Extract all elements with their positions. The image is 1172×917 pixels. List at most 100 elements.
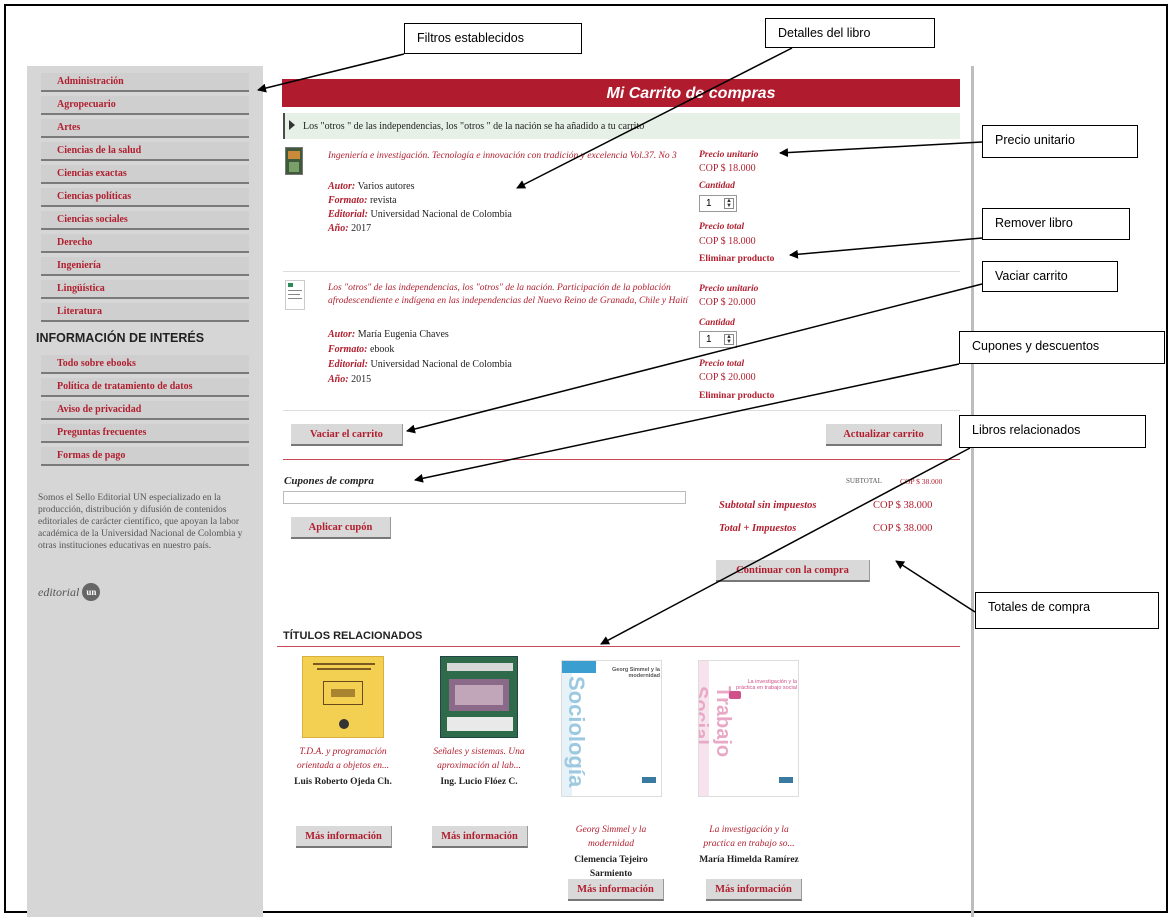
related-cover-2[interactable] xyxy=(440,656,518,738)
arrow-details xyxy=(516,47,793,189)
related-title-1[interactable]: T.D.A. y programación orientada a objeto… xyxy=(296,747,390,771)
category-artes[interactable]: Artes xyxy=(41,119,249,138)
related-titles-heading: TÍTULOS RELACIONADOS xyxy=(283,630,423,642)
info-section-title: INFORMACIÓN DE INTERÉS xyxy=(36,331,205,345)
more-info-button-1[interactable]: Más información xyxy=(296,826,392,848)
cart-item-format-1: Formato: revista xyxy=(328,194,397,208)
related-title-4[interactable]: La investigación y la practica en trabaj… xyxy=(703,825,795,849)
notice-arrow-icon xyxy=(289,120,295,130)
total-price-label-1: Precio total xyxy=(699,222,745,232)
arrow-related xyxy=(600,447,971,645)
notice-text: Los "otros " de las independencias, los … xyxy=(303,121,645,132)
logo-badge: un xyxy=(82,583,101,601)
info-data-policy[interactable]: Política de tratamiento de datos xyxy=(41,378,249,397)
category-ciencias-exactas[interactable]: Ciencias exactas xyxy=(41,165,249,184)
info-ebooks[interactable]: Todo sobre ebooks xyxy=(41,355,249,374)
category-ciencias-sociales[interactable]: Ciencias sociales xyxy=(41,211,249,230)
cover-4-title: La investigación y la práctica en trabaj… xyxy=(736,679,797,691)
arrow-filters xyxy=(257,53,405,93)
item-divider xyxy=(283,271,960,272)
book-thumbnail-1[interactable] xyxy=(285,147,303,175)
callout-remove: Remover libro xyxy=(982,208,1130,240)
unit-price-label-2: Precio unitario xyxy=(699,284,759,294)
quantity-stepper-1[interactable]: 1 ▲▼ xyxy=(699,195,737,212)
related-cover-3[interactable]: Sociología Georg Simmel y la modernidad xyxy=(561,660,662,797)
more-info-button-2[interactable]: Más información xyxy=(432,826,528,848)
info-faq[interactable]: Preguntas frecuentes xyxy=(41,424,249,443)
category-administracion[interactable]: Administración xyxy=(41,73,249,92)
update-cart-button[interactable]: Actualizar carrito xyxy=(826,424,942,446)
related-author-3: Clemencia Tejeiro Sarmiento xyxy=(574,855,648,879)
coupon-label: Cupones de compra xyxy=(284,475,374,487)
callout-totals: Totales de compra xyxy=(975,592,1159,629)
format-label: Formato: xyxy=(328,195,368,206)
empty-cart-button[interactable]: Vaciar el carrito xyxy=(291,424,403,446)
unit-price-label-1: Precio unitario xyxy=(699,150,759,160)
cart-item-format-2: Formato: ebook xyxy=(328,343,394,357)
callout-details: Detalles del libro xyxy=(765,18,935,48)
related-cover-4[interactable]: Trabajo Social La investigación y la prá… xyxy=(698,660,799,797)
total-price-value-1: COP $ 18.000 xyxy=(699,236,756,247)
author-value: María Eugenia Chaves xyxy=(357,329,449,340)
subtotal-value: COP $ 38.000 xyxy=(873,500,933,511)
publisher-label: Editorial: xyxy=(328,209,369,220)
arrow-coupons xyxy=(414,363,960,483)
related-cover-1[interactable] xyxy=(302,656,384,738)
cart-item-author-1: Autor: Varios autores xyxy=(328,180,415,194)
book-thumbnail-2[interactable] xyxy=(285,280,305,310)
remove-item-2[interactable]: Eliminar producto xyxy=(699,391,775,401)
coupon-input[interactable] xyxy=(283,491,686,504)
callout-empty: Vaciar carrito xyxy=(982,261,1118,292)
about-text: Somos el Sello Editorial UN especializad… xyxy=(38,493,243,551)
related-title-3[interactable]: Georg Simmel y la modernidad xyxy=(575,825,647,849)
quantity-stepper-2[interactable]: 1▲▼ xyxy=(699,331,737,348)
added-notice: Los "otros " de las independencias, los … xyxy=(283,113,960,139)
category-derecho[interactable]: Derecho xyxy=(41,234,249,253)
section-divider xyxy=(283,459,960,460)
logo-text: editorial xyxy=(38,584,80,599)
category-ciencias-politicas[interactable]: Ciencias políticas xyxy=(41,188,249,207)
arrow-empty xyxy=(406,283,983,434)
author-value: Varios autores xyxy=(357,181,415,192)
cover-3-title: Georg Simmel y la modernidad xyxy=(612,667,660,679)
category-ingenieria[interactable]: Ingeniería xyxy=(41,257,249,276)
quantity-label-2: Cantidad xyxy=(699,318,735,328)
total-value: COP $ 38.000 xyxy=(873,523,933,534)
author-label: Autor: xyxy=(328,329,356,340)
callout-related: Libros relacionados xyxy=(959,415,1146,448)
total-price-label-2: Precio total xyxy=(699,359,745,369)
editorial-logo[interactable]: editorial un xyxy=(38,583,101,601)
related-title-2[interactable]: Señales y sistemas. Una aproximación al … xyxy=(433,747,525,771)
arrow-unit-price xyxy=(779,141,983,158)
format-label: Formato: xyxy=(328,344,368,355)
year-value: 2017 xyxy=(351,223,372,234)
unit-price-value-2: COP $ 20.000 xyxy=(699,297,756,308)
subtotal-small-value: COP $ 38.000 xyxy=(900,477,943,486)
total-price-value-2: COP $ 20.000 xyxy=(699,372,756,383)
author-label: Autor: xyxy=(328,181,356,192)
related-divider xyxy=(277,646,960,647)
continue-purchase-button[interactable]: Continuar con la compra xyxy=(716,560,870,582)
quantity-value-1: 1 xyxy=(706,198,712,209)
category-ciencias-salud[interactable]: Ciencias de la salud xyxy=(41,142,249,161)
info-privacy[interactable]: Aviso de privacidad xyxy=(41,401,249,420)
apply-coupon-button[interactable]: Aplicar cupón xyxy=(291,517,391,539)
remove-item-1[interactable]: Eliminar producto xyxy=(699,254,775,264)
related-author-2: Ing. Lucio Flóez C. xyxy=(440,777,518,787)
year-label: Año: xyxy=(328,223,349,234)
spin-arrows-icon[interactable]: ▲▼ xyxy=(724,198,734,209)
cart-title: Mi Carrito de compras xyxy=(282,79,960,107)
category-literatura[interactable]: Literatura xyxy=(41,303,249,322)
category-agropecuario[interactable]: Agropecuario xyxy=(41,96,249,115)
more-info-button-4[interactable]: Más información xyxy=(706,879,802,901)
spin-arrows-icon[interactable]: ▲▼ xyxy=(724,334,734,345)
cart-item-title-1[interactable]: Ingeniería e investigación. Tecnología e… xyxy=(328,151,677,161)
format-value: revista xyxy=(369,195,397,206)
info-payment-methods[interactable]: Formas de pago xyxy=(41,447,249,466)
more-info-button-3[interactable]: Más información xyxy=(568,879,664,901)
cart-item-title-2[interactable]: Los "otros" de las independencias, los "… xyxy=(328,283,689,306)
callout-filters: Filtros establecidos xyxy=(404,23,582,54)
subtotal-label: Subtotal sin impuestos xyxy=(719,500,817,511)
callout-coupons: Cupones y descuentos xyxy=(959,331,1165,364)
category-linguistica[interactable]: Lingüística xyxy=(41,280,249,299)
